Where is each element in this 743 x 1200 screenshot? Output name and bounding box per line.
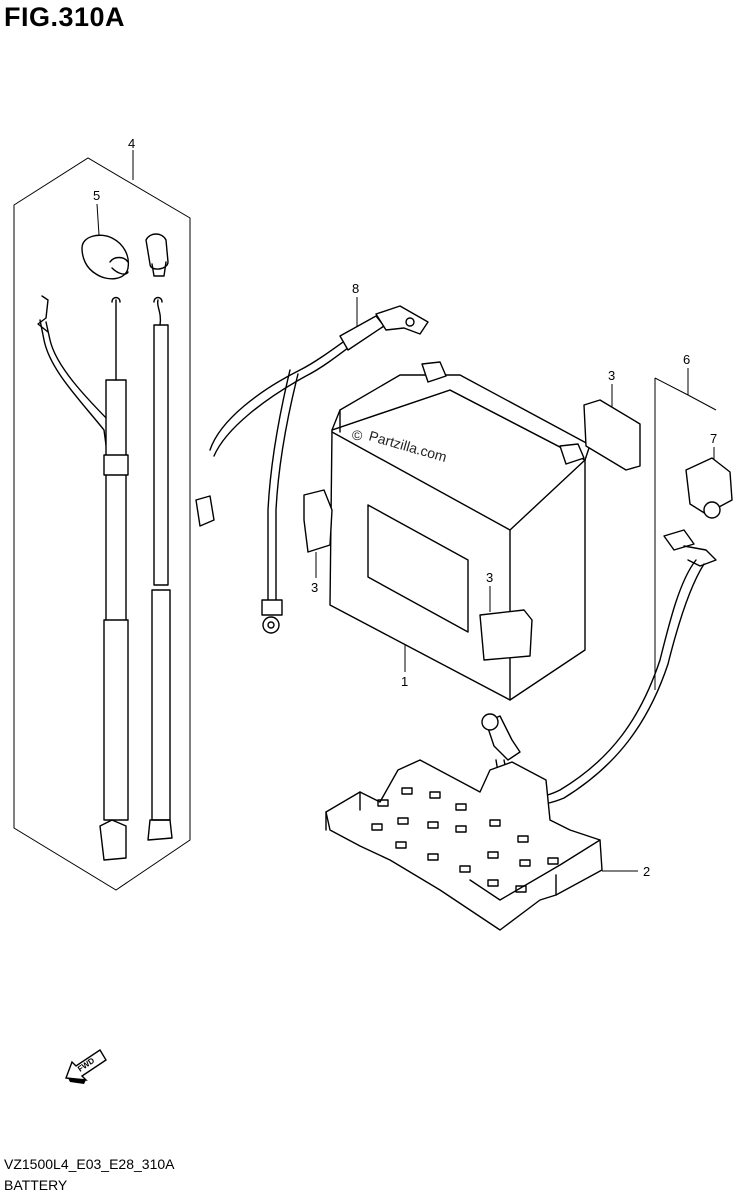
terminal-cap-part [81, 233, 169, 280]
callout-3-top: 3 [608, 368, 615, 383]
callout-6: 6 [683, 352, 690, 367]
watermark-symbol: © [352, 427, 363, 443]
callout-8: 8 [352, 281, 359, 296]
battery-tray-group: 2 [325, 759, 650, 931]
figure-title: FIG.310A [4, 2, 126, 32]
callout-2: 2 [643, 864, 650, 879]
model-code: VZ1500L4_E03_E28_310A [4, 1156, 175, 1172]
plus-lead-group: 8 [195, 281, 429, 634]
top-pad-group: 3 [583, 368, 641, 471]
tray-slots [371, 787, 559, 893]
callout-7: 7 [710, 431, 717, 446]
callout-leader-5 [96, 203, 100, 236]
battery-group: 1 3 3 [303, 361, 591, 701]
fwd-arrow-icon: FWD [65, 1049, 107, 1084]
callout-3-front: 3 [486, 570, 493, 585]
callout-3-left: 3 [311, 580, 318, 595]
callout-1: 1 [401, 674, 408, 689]
callout-5: 5 [93, 188, 100, 203]
section-name: BATTERY [4, 1177, 68, 1193]
harness-wiring [37, 295, 173, 861]
harness-assembly-frame [13, 157, 191, 891]
harness-assembly-group: 4 5 [13, 136, 191, 891]
callout-4: 4 [128, 136, 135, 151]
minus-lead-frame-top [654, 377, 717, 411]
